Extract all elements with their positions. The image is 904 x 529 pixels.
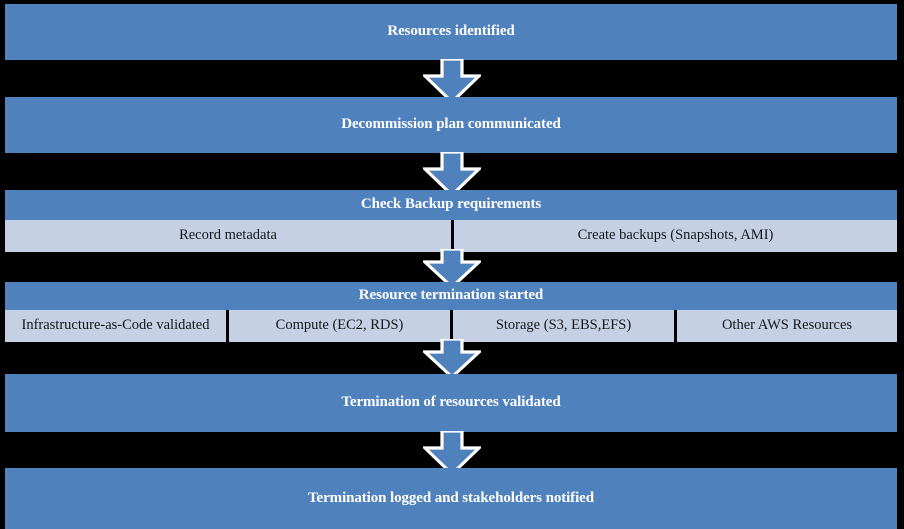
step-header-decommission-plan-communicated: Decommission plan communicated <box>5 97 897 153</box>
step-termination-of-resources-validated[interactable]: Termination of resources validated <box>5 374 897 432</box>
substep-infrastructure-as-code-validated[interactable]: Infrastructure-as-Code validated <box>5 310 226 342</box>
step-header-check-backup-requirements: Check Backup requirements <box>5 190 897 220</box>
substep-record-metadata[interactable]: Record metadata <box>5 220 451 252</box>
step-decommission-plan-communicated[interactable]: Decommission plan communicated <box>5 97 897 153</box>
step-header-termination-of-resources-validated: Termination of resources validated <box>5 374 897 432</box>
step-header-resource-termination-started: Resource termination started <box>5 282 897 310</box>
step-resource-termination-started[interactable]: Resource termination started Infrastruct… <box>5 282 897 342</box>
substep-row-resource-termination-started: Infrastructure-as-Code validated Compute… <box>5 310 897 342</box>
arrow-4-down <box>0 339 904 379</box>
step-termination-logged-and-stakeholders-notified[interactable]: Termination logged and stakeholders noti… <box>5 468 897 529</box>
step-header-resources-identified: Resources identified <box>5 4 897 60</box>
substep-storage[interactable]: Storage (S3, EBS,EFS) <box>453 310 674 342</box>
substep-other-aws-resources[interactable]: Other AWS Resources <box>677 310 897 342</box>
substep-row-check-backup-requirements: Record metadata Create backups (Snapshot… <box>5 220 897 252</box>
step-resources-identified[interactable]: Resources identified <box>5 4 897 60</box>
step-check-backup-requirements[interactable]: Check Backup requirements Record metadat… <box>5 190 897 252</box>
step-header-termination-logged-and-stakeholders-notified: Termination logged and stakeholders noti… <box>5 468 897 529</box>
substep-compute[interactable]: Compute (EC2, RDS) <box>229 310 450 342</box>
substep-create-backups[interactable]: Create backups (Snapshots, AMI) <box>454 220 897 252</box>
